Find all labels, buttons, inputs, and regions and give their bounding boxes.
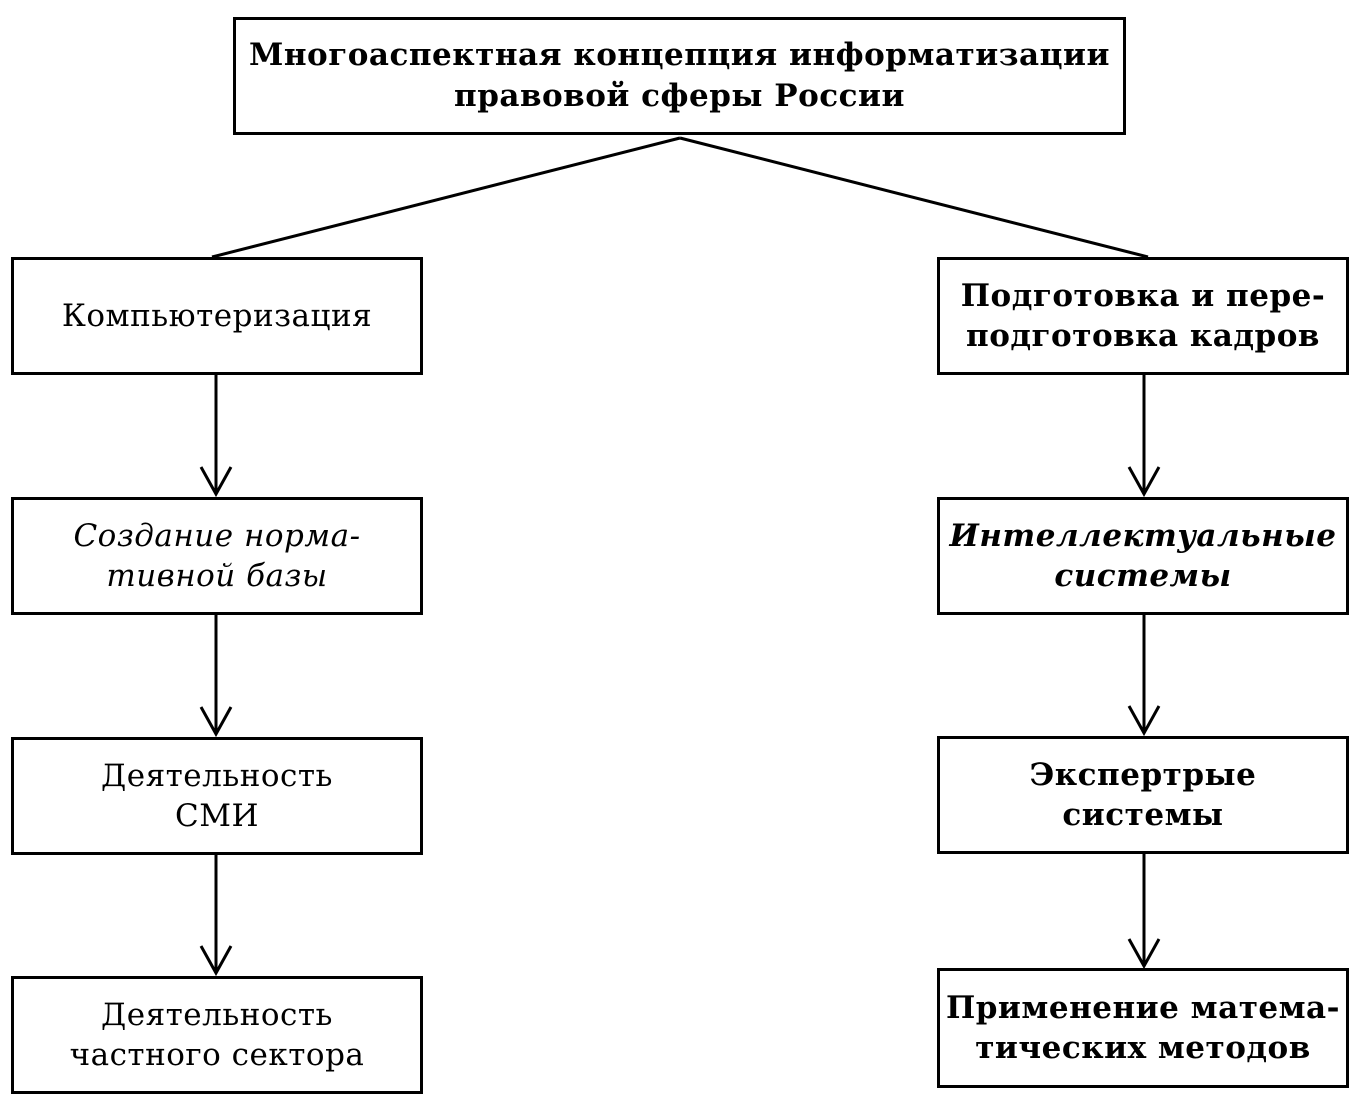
node-label-line-1: Экспертрые — [1029, 757, 1257, 793]
node-label-line-2: подготовка кадров — [966, 318, 1320, 354]
arrowhead-icon — [1127, 705, 1161, 737]
node-label-line-2: СМИ — [175, 798, 259, 834]
node-label-line-1: Создание норма- — [73, 518, 361, 554]
root-node: Многоаспектная концепция информатизации … — [233, 17, 1126, 135]
node-label-line-1: Деятельность — [101, 758, 333, 794]
node-personnel-training: Подготовка и пере- подготовка кадров — [937, 257, 1349, 375]
node-label-line-1: Применение матема- — [945, 990, 1341, 1026]
edge-left-2-to-3 — [199, 615, 233, 738]
edge-right-1-to-2 — [1127, 375, 1161, 498]
node-expert-systems: Экспертрые системы — [937, 736, 1349, 854]
node-label-line-2: системы — [1062, 797, 1224, 833]
node-label-line-1: Подготовка и пере- — [960, 278, 1326, 314]
node-label-line-2: тических методов — [975, 1030, 1311, 1066]
node-intelligent-systems: Интеллектуальные системы — [937, 497, 1349, 615]
node-media-activity: Деятельность СМИ — [11, 737, 423, 855]
root-node-line-2: правовой сферы России — [454, 78, 905, 114]
edge-right-2-to-3 — [1127, 615, 1161, 737]
edge-left-3-to-4 — [199, 855, 233, 977]
arrowhead-icon — [1127, 466, 1161, 498]
node-private-sector-activity: Деятельность частного сектора — [11, 976, 423, 1094]
node-label-line-1: Интеллектуальные — [949, 518, 1337, 554]
arrowhead-icon — [199, 466, 233, 498]
edge-root-to-computerization — [211, 136, 681, 259]
arrowhead-icon — [199, 945, 233, 977]
node-math-methods: Применение матема- тических методов — [937, 968, 1349, 1088]
node-label-line-2: частного сектора — [69, 1037, 365, 1073]
arrowhead-icon — [199, 706, 233, 738]
node-computerization: Компьютеризация — [11, 257, 423, 375]
edge-right-3-to-4 — [1127, 854, 1161, 970]
edge-root-to-training — [679, 136, 1149, 259]
node-label: Компьютеризация — [61, 298, 373, 334]
arrowhead-icon — [1127, 938, 1161, 970]
node-label-line-2: тивной базы — [106, 558, 328, 594]
edge-left-1-to-2 — [199, 375, 233, 498]
node-label-line-1: Деятельность — [101, 997, 333, 1033]
root-node-line-1: Многоаспектная концепция информатизации — [249, 37, 1110, 73]
node-regulatory-base: Создание норма- тивной базы — [11, 497, 423, 615]
node-label-line-2: системы — [1054, 558, 1232, 594]
